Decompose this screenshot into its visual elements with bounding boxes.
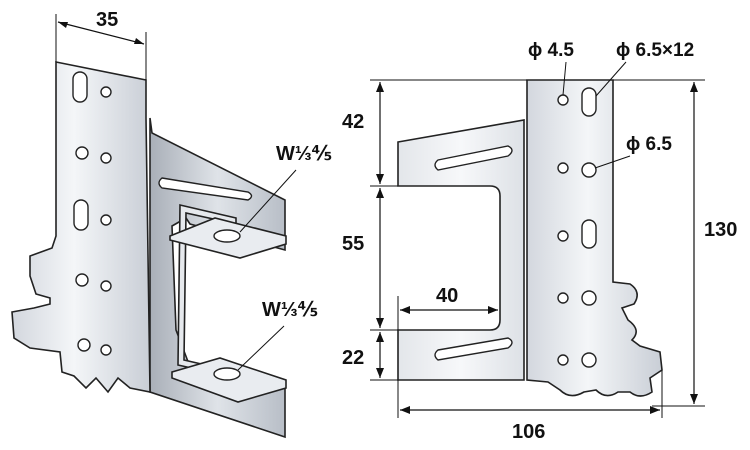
dim-40-label: 40 [436,285,458,307]
lower-nut-label: W⅓⅘ [262,299,318,321]
dim-42-arrow-bottom [376,174,384,184]
plate-hole [77,338,91,352]
slot-6-5x12 [581,87,597,117]
hole-small-label: ϕ 4.5 [528,40,574,61]
hole-6-5 [581,352,597,368]
dim-42-arrow-top [376,82,384,92]
plate-hole [100,280,112,292]
upper-nut-leader [239,169,297,233]
plate-hole [100,344,112,356]
side-slot [158,177,253,201]
hole-4-5 [557,94,569,106]
plate-slot [72,71,88,103]
hole-4-5 [557,292,569,304]
dim-55-label: 55 [342,233,364,255]
dim-106-arrow-left [400,406,410,414]
dim-55-arrow-top [376,188,384,198]
dim-55-arrow-bottom [376,318,384,328]
plate-hole [100,152,112,164]
wing-plate [397,119,525,381]
dim-40-arrow-right [488,306,498,314]
hole-4-5 [557,162,569,174]
slot-6-5x12 [581,219,597,249]
dim-35-line [57,21,145,45]
hole-large-label: ϕ 6.5 [626,134,672,155]
hole-small-leader [562,61,567,96]
plate-slot [73,199,89,231]
dim-130-arrow-top [690,82,698,92]
lower-nut-hole [213,367,241,381]
upper-nut-label: W⅓⅘ [276,143,332,165]
dim-130-arrow-bottom [690,394,698,404]
lower-nut-leader [237,325,285,371]
dim-106-label: 106 [512,421,545,443]
wing-slot-upper [434,145,513,171]
dim-42-label: 42 [342,111,364,133]
hole-large-leader [594,155,631,169]
hole-4-5 [557,230,569,242]
dim-22-arrow-top [376,332,384,342]
hole-4-5 [557,354,569,366]
dim-22-arrow-bottom [376,368,384,378]
hole-6-5 [581,290,597,306]
plate-hole [75,146,89,160]
dim-22-label: 22 [342,347,364,369]
plate-hole [100,214,112,226]
dim-35-arrow-right [134,38,144,44]
plate-hole [100,86,112,98]
dim-35-label: 35 [96,9,118,31]
wing-slot-lower [434,337,513,361]
plate-hole [75,273,89,287]
dim-35-arrow-left [58,22,68,28]
slot-leader [595,61,627,97]
dim-106-arrow-right [650,406,660,414]
front-view: ϕ 4.5 ϕ 6.5×12 ϕ 6.5 42 55 22 40 [342,40,737,443]
hole-6-5 [581,162,597,178]
slot-label: ϕ 6.5×12 [616,40,694,61]
perspective-view: 35 W⅓⅘ W⅓⅘ [11,9,332,439]
upper-nut-hole [213,229,241,243]
dim-40-arrow-left [400,306,410,314]
dim-130-label: 130 [704,219,737,241]
